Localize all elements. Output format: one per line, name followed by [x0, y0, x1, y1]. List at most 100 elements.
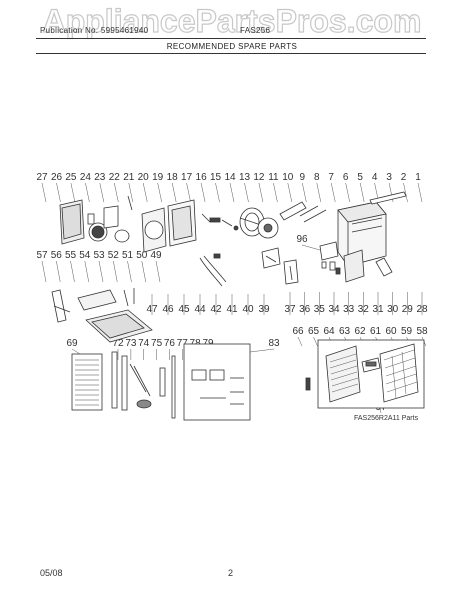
- leader-line: [85, 182, 90, 203]
- leader-line: [41, 260, 47, 283]
- leader-line: [273, 182, 278, 203]
- part-label: 61: [370, 326, 382, 337]
- part-label: 8: [314, 172, 320, 183]
- part-label: 2: [401, 172, 407, 183]
- part-label: 52: [108, 250, 120, 261]
- part-label: 59: [401, 326, 413, 337]
- control-box-part: [319, 241, 339, 261]
- part-label: 62: [354, 326, 366, 337]
- part-label: 56: [51, 250, 63, 261]
- revision-date: 05/08: [40, 568, 63, 578]
- leader-line: [215, 182, 220, 203]
- part-label: 50: [136, 250, 148, 261]
- leader-line: [258, 182, 264, 203]
- part-label: 14: [224, 172, 236, 183]
- leader-line: [99, 182, 105, 203]
- part-label: 58: [416, 326, 428, 337]
- leader-line: [330, 182, 336, 203]
- part-label: 4: [372, 172, 378, 183]
- model-number: FAS256: [240, 26, 271, 35]
- instructions-part: [183, 343, 251, 421]
- part-label: 53: [93, 250, 105, 261]
- part-label: 24: [80, 172, 92, 183]
- page-number: 2: [228, 568, 234, 578]
- part-drawings-row3: [51, 288, 153, 343]
- part-label: 17: [181, 172, 193, 183]
- page-title: RECOMMENDED SPARE PARTS: [166, 42, 298, 51]
- leader-line: [186, 182, 191, 203]
- leader-line: [70, 182, 76, 203]
- part-drawings-row2: [199, 241, 393, 287]
- part-label: 10: [282, 172, 294, 183]
- part-label: 65: [308, 326, 320, 337]
- leader-line: [287, 182, 293, 203]
- appliancepartspros-watermark: AppliancePartsPros.com: [42, 2, 422, 39]
- leader-line: [229, 182, 235, 203]
- part-label: 63: [339, 326, 351, 337]
- part-label: 18: [167, 172, 179, 183]
- leader-line: [142, 182, 148, 203]
- leader-line: [56, 182, 61, 203]
- header-rule-top: [36, 38, 426, 39]
- part-label: 49: [150, 250, 162, 261]
- leader-line: [128, 182, 134, 203]
- leader-line: [297, 336, 303, 347]
- part-label: 75: [151, 338, 163, 349]
- part-label: 55: [65, 250, 77, 261]
- part-label: 3: [386, 172, 392, 183]
- part-label: 7: [328, 172, 334, 183]
- leader-line: [41, 182, 47, 203]
- leader-line: [114, 182, 119, 203]
- leader-line: [244, 182, 249, 203]
- front-grille-part: [71, 353, 103, 411]
- part-drawings-row4: [71, 343, 251, 421]
- part-drawings-row5: [305, 339, 425, 409]
- part-label: 60: [385, 326, 397, 337]
- leader-line: [403, 182, 408, 203]
- part-label: 96: [296, 234, 308, 245]
- part-label: 51: [122, 250, 134, 261]
- part-label: 23: [94, 172, 106, 183]
- leader-line: [71, 348, 81, 355]
- part-label: 22: [109, 172, 121, 183]
- leader-line: [359, 182, 365, 203]
- leader-line: [171, 182, 177, 203]
- part-label: 72: [112, 338, 124, 349]
- leader-line: [157, 182, 162, 203]
- part-label: 11: [268, 172, 279, 183]
- part-label: 26: [51, 172, 63, 183]
- part-label: 66: [292, 326, 304, 337]
- part-label: 1: [415, 172, 421, 183]
- part-label: 13: [239, 172, 251, 183]
- front-panel-part: [325, 345, 361, 403]
- part-label: 20: [138, 172, 150, 183]
- part-label: 25: [65, 172, 77, 183]
- part-label: 83: [268, 338, 280, 349]
- part-label: 6: [343, 172, 349, 183]
- leader-line: [345, 182, 350, 203]
- leader-line: [56, 260, 61, 283]
- leader-line: [70, 260, 75, 283]
- part-label: 69: [66, 338, 78, 349]
- part-label: 73: [125, 338, 137, 349]
- leader-line: [127, 260, 132, 283]
- leader-line: [98, 260, 104, 283]
- diagram-caption: FAS256R2A11 Parts: [354, 415, 419, 422]
- part-label: 21: [123, 172, 135, 183]
- part-label: 27: [36, 172, 48, 183]
- leader-line: [249, 348, 275, 353]
- leader-line: [113, 260, 118, 283]
- leader-line: [313, 336, 318, 347]
- leader-line: [301, 244, 321, 251]
- part-label: 78: [190, 338, 202, 349]
- leader-line: [417, 182, 423, 203]
- part-label: 16: [196, 172, 208, 183]
- leader-line: [141, 260, 146, 283]
- publication-number: Publication No. 5995461940: [40, 26, 149, 35]
- part-label: 54: [79, 250, 91, 261]
- watermark-text: AppliancePartsPros.com: [43, 3, 422, 39]
- part-label: 77: [177, 338, 189, 349]
- part-label: 5: [357, 172, 363, 183]
- part-drawings-row1: [59, 191, 407, 267]
- part-label: 57: [36, 250, 48, 261]
